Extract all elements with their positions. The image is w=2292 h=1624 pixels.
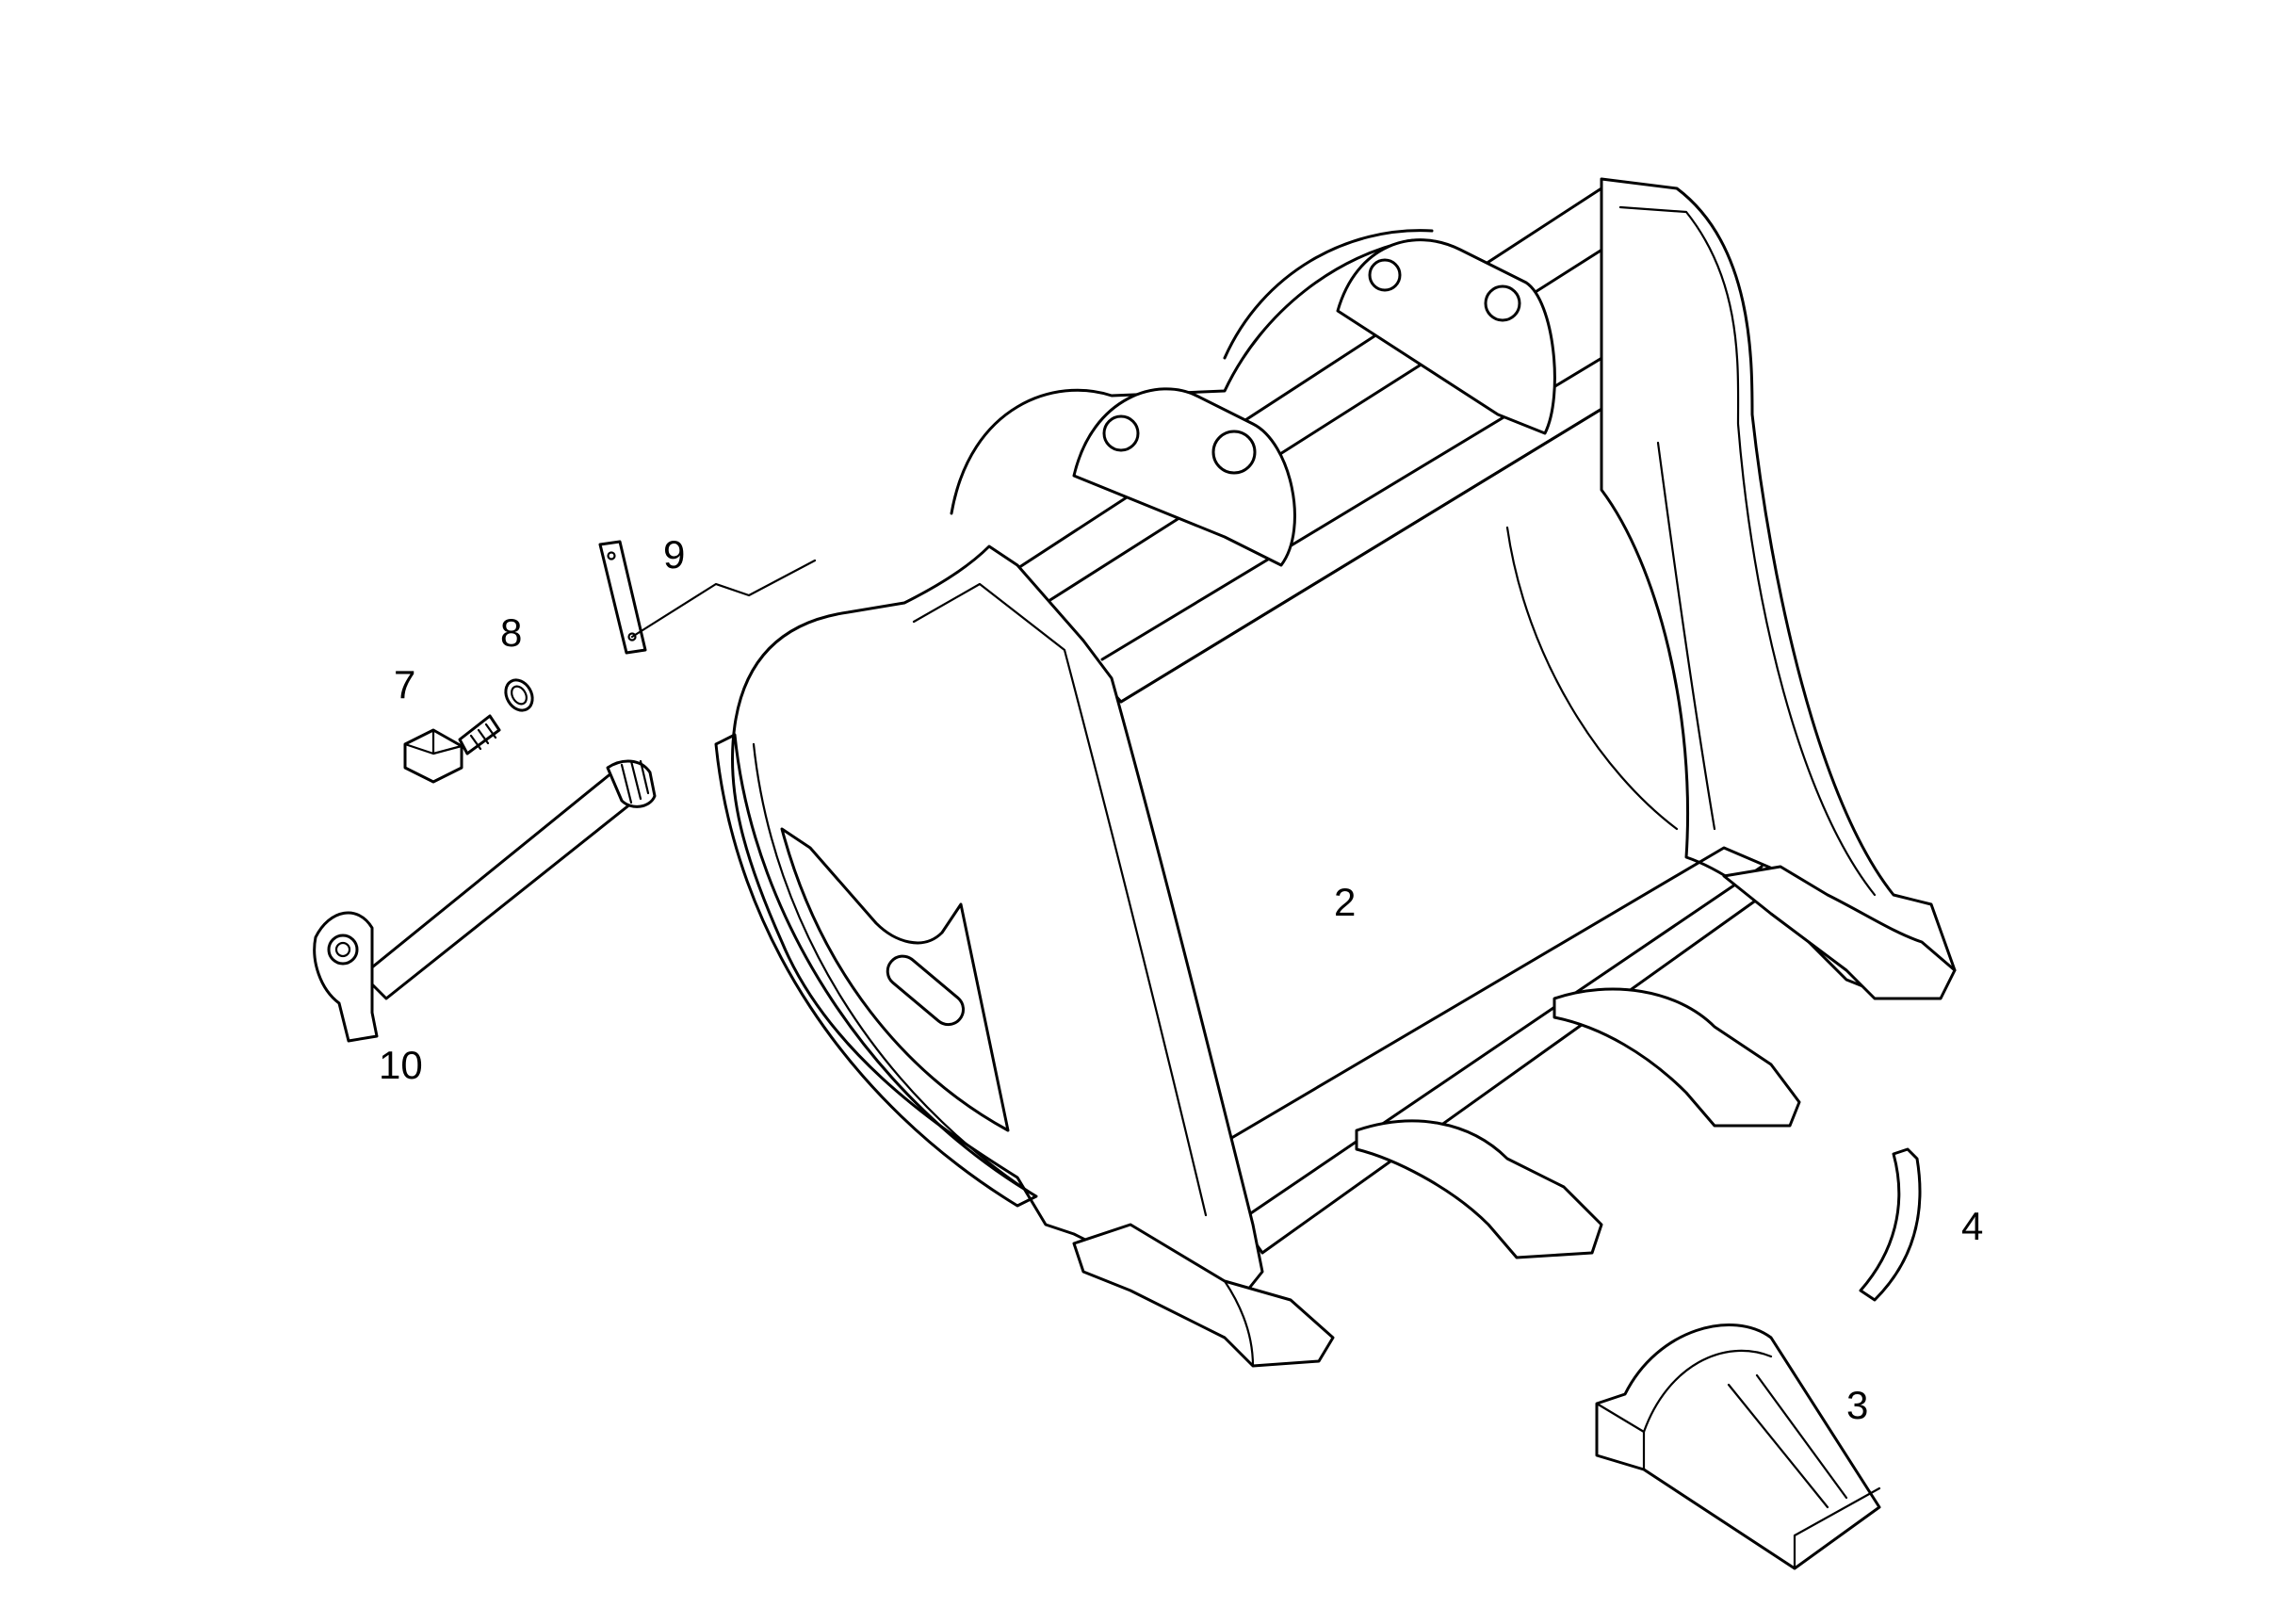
washer-part xyxy=(504,678,534,712)
callout-3: 3 xyxy=(1846,1383,1868,1427)
callout-4: 4 xyxy=(1961,1204,1983,1248)
plate-part xyxy=(598,540,817,655)
bucket-part xyxy=(714,177,1957,1368)
callouts: 2 3 4 7 8 9 10 xyxy=(379,532,1983,1427)
tooth-tip-part xyxy=(1595,1324,1881,1570)
bolt-part xyxy=(403,714,501,784)
callout-8: 8 xyxy=(500,610,522,655)
callout-7: 7 xyxy=(394,662,415,706)
lock-pin-part xyxy=(1859,1147,1922,1302)
pin-part xyxy=(313,759,657,1043)
callout-2: 2 xyxy=(1334,880,1356,924)
bucket-teeth xyxy=(1072,865,1957,1368)
callout-9: 9 xyxy=(663,532,685,577)
callout-10: 10 xyxy=(379,1043,423,1087)
